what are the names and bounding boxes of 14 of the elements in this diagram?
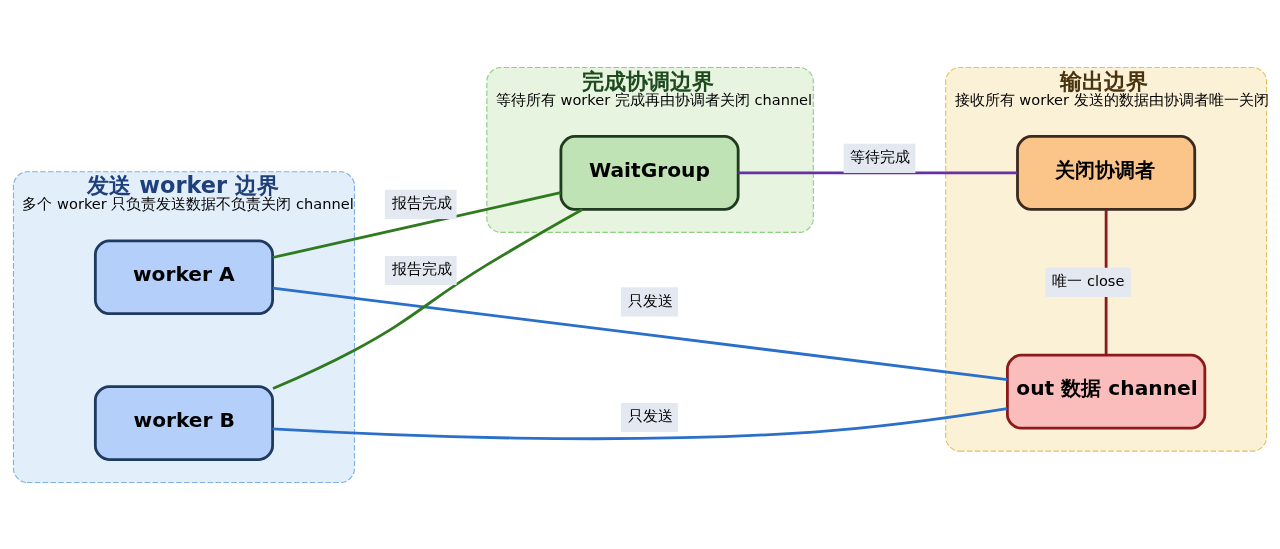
edge-label: 等待完成 xyxy=(850,147,911,165)
edge-label: 报告完成 xyxy=(391,259,452,277)
node-box: WaitGroup xyxy=(559,134,740,211)
node-box: 关闭协调者 xyxy=(1016,134,1197,211)
edge-label: 只发送 xyxy=(628,406,674,424)
node-box: out 数据 channel xyxy=(1006,353,1207,430)
node-box: worker A xyxy=(93,238,274,315)
connector xyxy=(272,207,583,390)
edge-label: 报告完成 xyxy=(391,193,452,211)
edge-label: 唯一 close xyxy=(1052,271,1125,289)
connector xyxy=(272,406,1008,440)
node-box: worker B xyxy=(93,384,274,461)
connector xyxy=(738,171,1018,174)
edge-label: 只发送 xyxy=(628,291,674,309)
